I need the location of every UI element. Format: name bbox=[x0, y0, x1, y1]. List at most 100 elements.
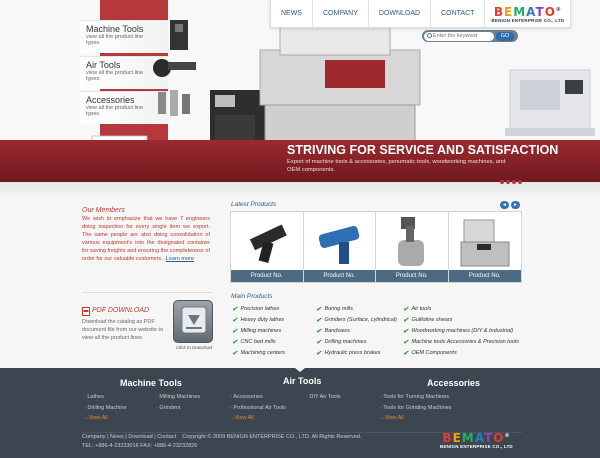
hero-banner-band bbox=[0, 140, 600, 182]
footer-link-label: DIY Air Tools bbox=[309, 394, 341, 400]
main-product-item[interactable]: ✔OEM Components bbox=[403, 348, 522, 359]
footer-link[interactable]: · Tools for Grinding Machines bbox=[380, 405, 452, 411]
footer-logo[interactable]: BEMATO® BENIGN ENTERPRISE CO., LTD bbox=[440, 430, 513, 449]
footer-nav-links[interactable]: Company | News | Download | Contact bbox=[82, 434, 177, 440]
main-product-item[interactable]: ✔Heavy duty lathes bbox=[232, 315, 316, 326]
footer-view-all[interactable]: ...View All bbox=[84, 415, 108, 421]
footer-link[interactable]: · Tools for Turning Machines bbox=[380, 394, 449, 400]
registered-mark: ® bbox=[555, 7, 562, 13]
pdf-download-title: PDF DOWNLOAD bbox=[82, 307, 149, 314]
footer-link[interactable]: · Lathes bbox=[84, 394, 104, 400]
category-product-images bbox=[153, 20, 196, 116]
slider-dot[interactable] bbox=[512, 180, 516, 184]
main-product-item[interactable]: ✔Air tools bbox=[403, 304, 522, 315]
category-desc: view all the product line types. bbox=[86, 105, 144, 117]
footer-link-label: Drilling Machine bbox=[87, 405, 127, 411]
main-product-item[interactable]: ✔Guillotine shears bbox=[403, 315, 522, 326]
main-product-item[interactable]: ✔Drilling machines bbox=[316, 337, 403, 348]
category-machine-tools[interactable]: Machine Tools view all the product line … bbox=[80, 20, 168, 53]
footer-view-all[interactable]: ...View All bbox=[230, 415, 254, 421]
surface-grinder-image bbox=[460, 219, 509, 267]
slider-dot[interactable] bbox=[506, 180, 510, 184]
footer-notch bbox=[295, 368, 305, 372]
hero-title: STRIVING FOR SERVICE AND SATISFACTION bbox=[287, 143, 559, 157]
footer-link[interactable]: · DIY Air Tools bbox=[306, 394, 341, 400]
main-product-item[interactable]: ✔Grinders (Surface, cylindrical) bbox=[316, 315, 403, 326]
check-icon: ✔ bbox=[316, 350, 322, 357]
hero-band-fade bbox=[0, 182, 600, 200]
logo-letter: E bbox=[452, 431, 462, 445]
check-icon: ✔ bbox=[316, 339, 322, 346]
main-product-item[interactable]: ✔Woodworking machines (DIY & Industrial) bbox=[403, 326, 522, 337]
main-product-item[interactable]: ✔Bandsaws bbox=[316, 326, 403, 337]
search-bar: GO bbox=[422, 30, 518, 42]
logo[interactable]: BEMATO® BENIGN ENTERPRISE CO., LTD bbox=[485, 0, 570, 27]
latest-products-grid: Product No. Product No. Product No. Prod… bbox=[230, 211, 522, 283]
footer-link[interactable]: · Drilling Machine bbox=[84, 405, 127, 411]
product-card[interactable]: Product No. bbox=[376, 212, 449, 282]
pdf-download-button[interactable] bbox=[173, 300, 213, 343]
logo-letter: A bbox=[526, 5, 536, 19]
product-card[interactable]: Product No. bbox=[231, 212, 304, 282]
footer-link-label: Lathes bbox=[87, 394, 104, 400]
footer-title-accessories[interactable]: Accessories bbox=[427, 378, 481, 388]
logo-subtitle: BENIGN ENTERPRISE CO., LTD bbox=[491, 18, 565, 23]
check-icon: ✔ bbox=[316, 317, 322, 324]
next-arrow-button[interactable]: ► bbox=[511, 201, 520, 209]
main-product-item[interactable]: ✔Milling machines bbox=[232, 326, 316, 337]
click-to-download-label: Click to Download bbox=[175, 345, 212, 350]
search-input[interactable] bbox=[424, 31, 494, 41]
footer-link[interactable]: · Professional Air Tools bbox=[230, 405, 286, 411]
footer-link-label: Tools for Grinding Machines bbox=[383, 405, 452, 411]
footer-link[interactable]: · Grinders bbox=[156, 405, 181, 411]
footer-view-all[interactable]: ...View All bbox=[380, 415, 404, 421]
nav-company[interactable]: COMPANY bbox=[313, 0, 369, 27]
logo-letter: B bbox=[493, 5, 504, 19]
learn-more-link[interactable]: Learn more bbox=[165, 256, 194, 262]
category-title: Air Tools bbox=[86, 60, 121, 70]
main-product-label: Boring mills bbox=[324, 306, 353, 312]
prev-arrow-button[interactable]: ◄ bbox=[500, 201, 509, 209]
main-product-label: Milling machines bbox=[240, 328, 282, 334]
main-product-item[interactable]: ✔Machine tools Accessories & Precision t… bbox=[403, 337, 522, 348]
nav-contact[interactable]: CONTACT bbox=[431, 0, 486, 27]
copyright-text: Copyright © 2009 BENIGN ENTERPRISE CO., … bbox=[182, 434, 362, 440]
check-icon: ✔ bbox=[403, 317, 409, 324]
main-products-title: Main Products bbox=[231, 293, 273, 300]
check-icon: ✔ bbox=[403, 350, 409, 357]
cnc-machine-image bbox=[505, 69, 595, 136]
category-desc: view all the product line types. bbox=[86, 70, 144, 82]
footer-title-machine-tools[interactable]: Machine Tools bbox=[120, 378, 182, 388]
main-product-label: Guillotine shears bbox=[411, 317, 453, 323]
product-card[interactable]: Product No. bbox=[448, 212, 521, 282]
logo-letter: E bbox=[503, 5, 514, 19]
footer-link[interactable]: · Milling Machines bbox=[156, 394, 201, 400]
nav-download[interactable]: DOWNLOAD bbox=[369, 0, 432, 27]
main-product-item[interactable]: ✔Boring mills bbox=[316, 304, 403, 315]
main-product-label: Grinders (Surface, cylindrical) bbox=[324, 317, 397, 323]
footer-link-label: Accessories bbox=[233, 394, 263, 400]
main-product-item[interactable]: ✔CNC bed mills bbox=[232, 337, 316, 348]
product-card[interactable]: Product No. bbox=[303, 212, 376, 282]
logo-letter: M bbox=[513, 5, 527, 19]
check-icon: ✔ bbox=[403, 328, 409, 335]
main-product-label: Hydraulic press brakes bbox=[324, 350, 381, 356]
main-product-item[interactable]: ✔Hydraulic press brakes bbox=[316, 348, 403, 359]
slider-dot[interactable] bbox=[518, 180, 522, 184]
search-go-button[interactable]: GO bbox=[496, 31, 514, 41]
main-product-label: Machining centers bbox=[240, 350, 286, 356]
main-product-item[interactable]: ✔Machining centers bbox=[232, 348, 316, 359]
main-product-item[interactable]: ✔Precision lathes bbox=[232, 304, 316, 315]
latest-arrows: ◄ ► bbox=[500, 201, 520, 209]
check-icon: ✔ bbox=[403, 339, 409, 346]
nav-news[interactable]: NEWS bbox=[271, 0, 313, 27]
category-accessories[interactable]: Accessories view all the product line ty… bbox=[80, 91, 168, 124]
category-air-tools[interactable]: Air Tools view all the product line type… bbox=[80, 56, 168, 89]
latest-products-title: Latest Products bbox=[231, 201, 277, 208]
footer-link[interactable]: · Accessories bbox=[230, 394, 263, 400]
check-icon: ✔ bbox=[232, 306, 238, 313]
logo-letter: T bbox=[535, 5, 545, 19]
footer-title-air-tools[interactable]: Air Tools bbox=[283, 376, 322, 386]
slider-dot[interactable] bbox=[500, 180, 504, 184]
check-icon: ✔ bbox=[232, 328, 238, 335]
